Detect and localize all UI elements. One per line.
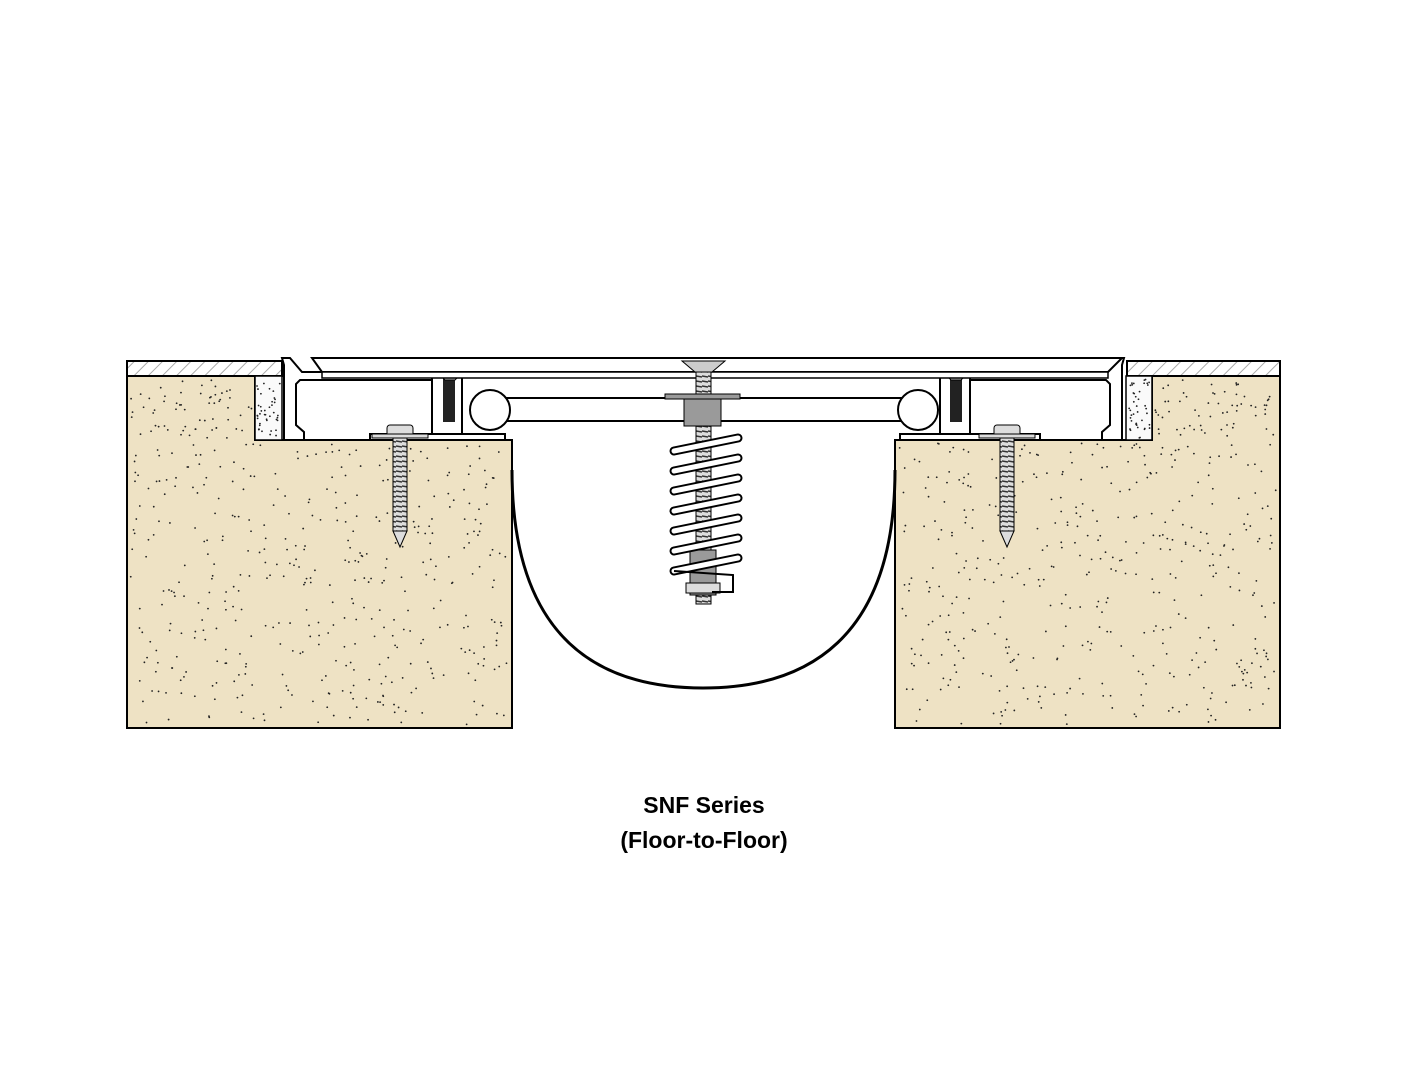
spring-coil xyxy=(671,435,741,454)
spring-coil xyxy=(671,495,741,514)
nut xyxy=(683,398,722,427)
left-anchor-bolt xyxy=(443,376,455,422)
right-screw xyxy=(978,424,1036,549)
spring-hook xyxy=(673,570,734,593)
cover-plate-underside xyxy=(321,371,1109,379)
diagram-title: SNF Series xyxy=(643,792,765,818)
bottom-nut xyxy=(685,582,721,594)
left-grout xyxy=(254,375,283,441)
left-pivot xyxy=(469,389,511,431)
spring xyxy=(669,433,743,593)
left-floor-finish xyxy=(126,360,283,377)
spring-coil xyxy=(671,515,741,534)
right-pivot xyxy=(897,389,939,431)
right-floor-finish xyxy=(1126,360,1281,377)
left-screw xyxy=(371,424,429,549)
spring-coil xyxy=(671,555,741,574)
spring-coil xyxy=(671,455,741,474)
concrete-aggregate-dots xyxy=(129,379,1277,726)
right-anchor-bolt xyxy=(950,376,962,422)
diagram-subtitle: (Floor-to-Floor) xyxy=(620,827,788,853)
spring-coil xyxy=(671,535,741,554)
washer xyxy=(664,393,741,400)
center-bolt-head xyxy=(680,360,727,373)
spring-coil xyxy=(671,475,741,494)
